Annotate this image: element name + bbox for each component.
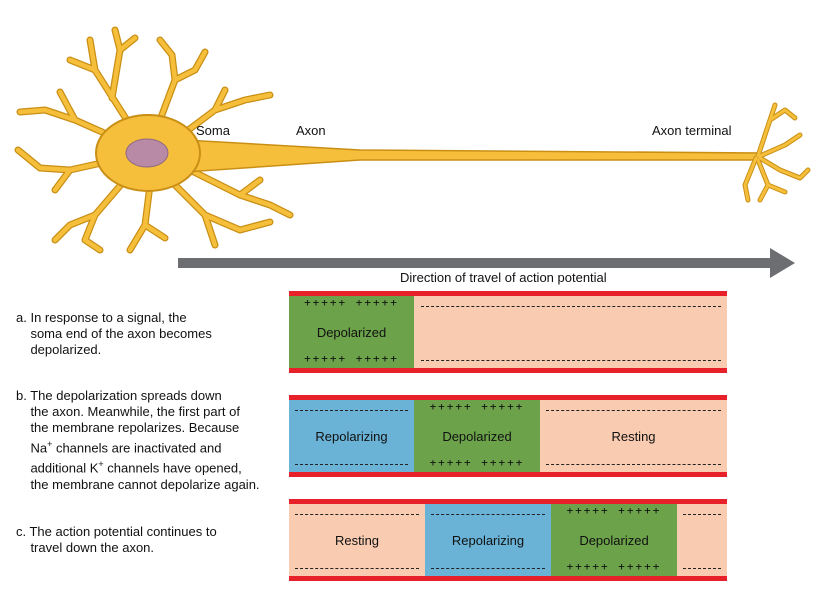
depolarized-label: Depolarized: [316, 325, 387, 340]
negative-charge-row: [295, 568, 419, 569]
repolarizing-label: Repolarizing: [451, 533, 525, 548]
axon-label: Axon: [296, 123, 326, 138]
membrane-bottom: [289, 368, 727, 373]
negative-charge-row: [683, 568, 721, 569]
membrane-top: [289, 291, 727, 296]
nucleus: [125, 138, 169, 168]
negative-charge-row: [295, 410, 408, 411]
negative-charge-row: [431, 568, 545, 569]
depolarized-label: Depolarized: [442, 429, 512, 444]
resting-region: [677, 504, 727, 576]
membrane-panel-c: Resting Repolarizing +++++ +++++ Depolar…: [289, 499, 727, 581]
depolarized-region: +++++ +++++ Depolarized +++++ +++++: [414, 400, 540, 472]
negative-charge-row: [431, 514, 545, 515]
negative-charge-row: [683, 514, 721, 515]
direction-label: Direction of travel of action potential: [400, 270, 607, 285]
negative-charge-row: [295, 464, 408, 465]
negative-charge-row: [546, 464, 721, 465]
membrane-bottom: [289, 472, 727, 477]
membrane-top: [289, 395, 727, 400]
negative-charge-row: [421, 306, 721, 307]
soma-label: Soma: [196, 123, 230, 138]
membrane-top: [289, 499, 727, 504]
resting-region: Resting: [289, 504, 425, 576]
step-a-text: a. In response to a signal, the soma end…: [16, 310, 212, 357]
resting-region: Resting: [540, 400, 727, 472]
resting-label: Resting: [611, 429, 656, 444]
depolarized-region: +++++ +++++ Depolarized +++++ +++++: [551, 504, 677, 576]
membrane-panel-b: Repolarizing +++++ +++++ Depolarized +++…: [289, 395, 727, 477]
membrane-bottom: [289, 576, 727, 581]
positive-charge-row: +++++ +++++: [429, 456, 525, 469]
positive-charge-row: +++++ +++++: [304, 296, 399, 309]
step-c-text: c. The action potential continues to tra…: [16, 524, 217, 555]
step-b-text: b. The depolarization spreads down the a…: [16, 388, 260, 492]
axon-terminal-label: Axon terminal: [652, 123, 732, 138]
negative-charge-row: [546, 410, 721, 411]
repolarizing-label: Repolarizing: [315, 429, 388, 444]
axon-terminal: [742, 102, 811, 203]
depolarized-region: +++++ +++++ Depolarized +++++ +++++: [289, 296, 414, 368]
resting-label: Resting: [334, 533, 380, 548]
positive-charge-row: +++++ +++++: [566, 560, 662, 573]
axon: [184, 139, 761, 173]
negative-charge-row: [295, 514, 419, 515]
depolarized-label: Depolarized: [579, 533, 649, 548]
dendrites: [14, 26, 294, 254]
positive-charge-row: +++++ +++++: [304, 352, 399, 365]
negative-charge-row: [421, 360, 721, 361]
positive-charge-row: +++++ +++++: [429, 400, 525, 413]
membrane-panel-a: +++++ +++++ Depolarized +++++ +++++: [289, 291, 727, 373]
direction-arrow: [178, 248, 795, 278]
repolarizing-region: Repolarizing: [289, 400, 414, 472]
repolarizing-region: Repolarizing: [425, 504, 551, 576]
positive-charge-row: +++++ +++++: [566, 504, 662, 517]
